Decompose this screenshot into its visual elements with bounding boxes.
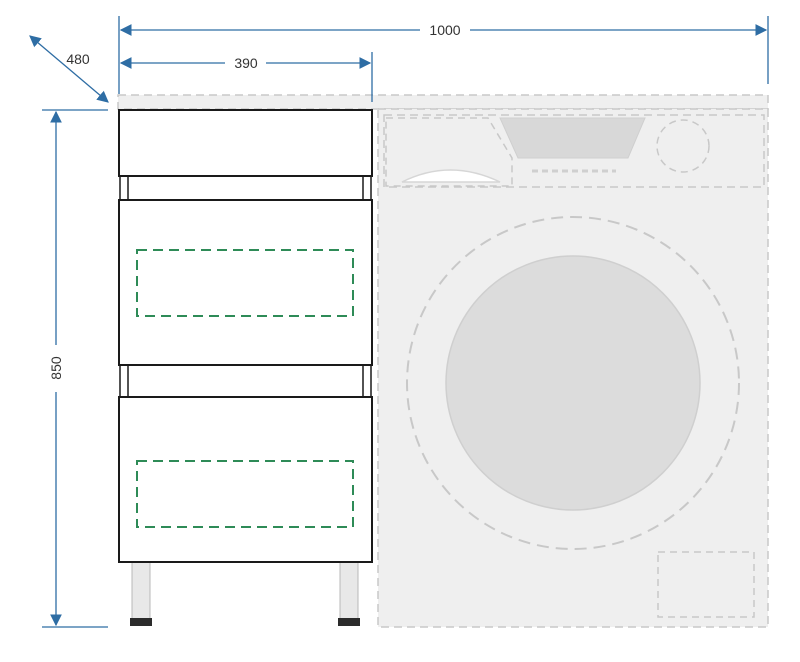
cabinet-post-left-mid <box>120 365 128 397</box>
washer-display <box>500 118 645 158</box>
cabinet <box>119 110 372 626</box>
cabinet-post-right-mid <box>363 365 371 397</box>
countertop-top <box>118 95 768 109</box>
washer-door-glass <box>446 256 700 510</box>
height-label: 850 <box>48 356 64 380</box>
depth-label: 480 <box>66 51 90 67</box>
cabinet-post-left-top <box>120 176 128 200</box>
depth-line <box>30 36 108 102</box>
cabinet-foot-right <box>338 618 360 626</box>
cabinet-leg-left <box>132 562 150 620</box>
cabinet-drawer-upper <box>119 200 372 365</box>
cabinet-post-right-top <box>363 176 371 200</box>
cabinet-top-panel <box>119 110 372 176</box>
cabinet-leg-right <box>340 562 358 620</box>
cabinet-foot-left <box>130 618 152 626</box>
cabinet-width-label: 390 <box>234 55 258 71</box>
cabinet-drawer-lower <box>119 397 372 562</box>
total-width-label: 1000 <box>429 22 460 38</box>
